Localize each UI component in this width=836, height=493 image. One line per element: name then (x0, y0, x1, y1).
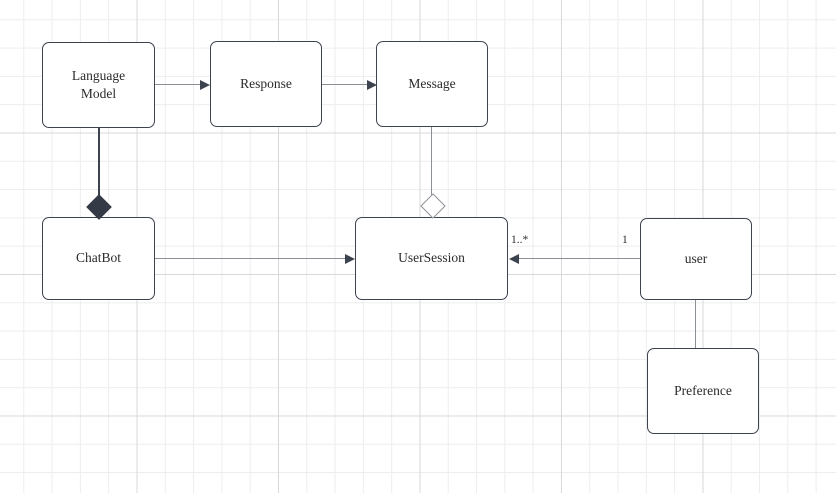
node-usersession[interactable]: UserSession (355, 217, 508, 300)
multiplicity-usersession-side: 1..* (511, 234, 529, 246)
composition-diamond-chatbot (86, 194, 112, 220)
node-preference[interactable]: Preference (647, 348, 759, 434)
aggregation-diamond-usersession (420, 193, 446, 219)
multiplicity-user-side: 1 (622, 234, 628, 246)
node-label-usersession: UserSession (398, 250, 465, 266)
edge-message-to-usersession[interactable] (431, 127, 433, 205)
node-label-message: Message (408, 75, 456, 91)
arrowhead-language-model-to-response (200, 80, 210, 90)
node-label-preference: Preference (674, 382, 732, 398)
arrowhead-user-to-usersession (509, 254, 519, 264)
edge-chatbot-to-usersession[interactable] (155, 258, 353, 260)
edge-language-model-to-response[interactable] (155, 84, 203, 86)
node-message[interactable]: Message (376, 41, 488, 127)
edge-user-to-preference[interactable] (695, 300, 697, 350)
node-response[interactable]: Response (210, 41, 322, 127)
node-language-model[interactable]: Language Model (42, 42, 155, 128)
node-label-response: Response (240, 75, 292, 91)
edge-user-to-usersession[interactable] (518, 258, 642, 260)
node-label-user: user (684, 250, 708, 266)
arrowhead-response-to-message (367, 80, 377, 90)
node-label-language-model: Language Model (71, 67, 126, 101)
node-user[interactable]: user (640, 218, 752, 300)
edge-language-model-to-chatbot[interactable] (98, 128, 100, 218)
node-label-chatbot: ChatBot (75, 250, 121, 266)
edge-response-to-message[interactable] (322, 84, 370, 86)
node-chatbot[interactable]: ChatBot (42, 217, 155, 300)
arrowhead-chatbot-to-usersession (345, 254, 355, 264)
